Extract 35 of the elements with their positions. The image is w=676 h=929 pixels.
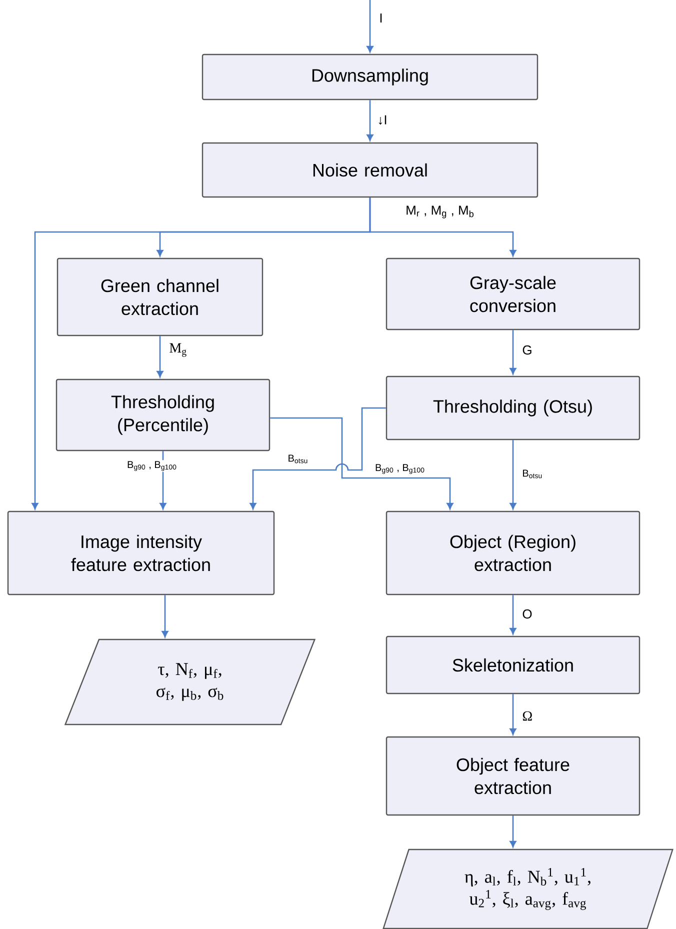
edge-label: M$_{g}$ [168, 342, 188, 358]
arrow [32, 198, 371, 510]
arrow [510, 595, 516, 634]
arrow [250, 407, 386, 510]
edge-label: B$_{g90}$ , B$_{g100}$ [374, 463, 426, 475]
process-box: Thresholding (Otsu) [386, 376, 640, 440]
process-box: Gray-scale conversion [386, 258, 640, 330]
edge-label: B$_{g90}$ , B$_{g100}$ [126, 460, 178, 472]
edge-label: ↓I [376, 114, 388, 126]
edge-label: G [521, 344, 534, 356]
edge-label: I [378, 12, 384, 24]
arrow [510, 816, 516, 848]
arrow [270, 417, 454, 510]
arrow [366, 100, 374, 141]
arrow [366, 0, 374, 52]
arrow [160, 451, 166, 510]
process-box: Downsampling [202, 54, 538, 100]
edge-label: M$_{r}$ , M$_{g}$ , M$_{b}$ [404, 204, 476, 220]
arrow [510, 694, 516, 735]
edge-label: B$_{otsu}$ [521, 468, 544, 480]
process-box: Thresholding (Percentile) [56, 378, 270, 452]
edge-label: B$_{otsu}$ [286, 454, 310, 464]
process-box: Skeletonization [386, 636, 640, 694]
process-box: Object feature extraction [386, 736, 640, 816]
process-box: Image intensity feature extraction [7, 510, 275, 596]
process-box: Object (Region) extraction [386, 510, 640, 596]
arrow [510, 440, 516, 510]
edge-label: Ω [521, 710, 534, 722]
output-parallelogram: η, a$_{l}$, f$_{l}$, N$_{b}$$^{1}$, u$_{1}$$^{1}$, u$_{2}$$^{1}$, ξ$_{l}$, a$_{avg}$, f$_{avg}$ [382, 848, 674, 929]
process-box: Noise removal [202, 142, 538, 198]
arrow [510, 330, 516, 374]
arrow [162, 595, 168, 638]
arrow [156, 336, 164, 378]
process-box: Green channel extraction [56, 258, 264, 336]
edge-label: O [521, 608, 534, 620]
